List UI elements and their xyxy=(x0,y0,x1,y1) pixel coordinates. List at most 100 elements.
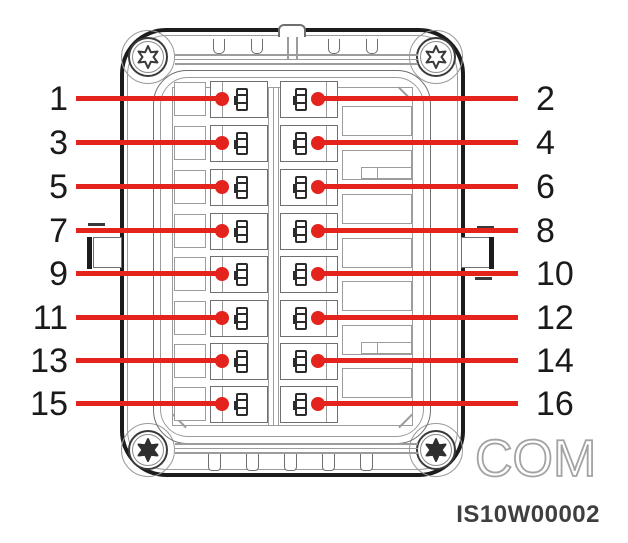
pin-label-1: 1 xyxy=(49,80,68,118)
torx-star-icon xyxy=(425,45,447,69)
callout-line-pin-16 xyxy=(318,401,518,406)
callout-dot-pin-2 xyxy=(311,92,325,106)
right-cavity-step xyxy=(361,341,378,354)
contact-bump xyxy=(234,358,238,367)
right-cavity xyxy=(342,106,412,136)
right-cavity-step xyxy=(377,341,412,354)
callout-line-pin-3 xyxy=(76,140,222,145)
callout-dot-pin-9 xyxy=(215,267,229,281)
contact-bump xyxy=(293,96,297,105)
contact-ridge xyxy=(297,190,305,192)
terminal-slot-right xyxy=(280,386,338,423)
torx-star-icon xyxy=(137,438,159,462)
terminal-contact-icon xyxy=(234,176,248,199)
torx-screw-icon xyxy=(120,29,176,85)
terminal-contact-icon xyxy=(234,263,248,286)
screw-cap-ring xyxy=(420,434,452,466)
contact-bump xyxy=(234,96,238,105)
contact-ridge xyxy=(297,94,305,96)
terminal-contact-icon xyxy=(234,393,248,416)
contact-bump xyxy=(293,228,297,237)
pin-label-7: 7 xyxy=(49,212,68,250)
contact-ridge xyxy=(238,234,246,236)
contact-bump xyxy=(234,140,238,149)
screw-boss xyxy=(409,30,463,84)
contact-bump xyxy=(293,401,297,410)
right-cavity xyxy=(342,281,412,311)
right-latch-mark xyxy=(477,226,494,229)
callout-line-pin-6 xyxy=(318,184,518,189)
center-rib-line xyxy=(278,88,279,425)
contact-bump xyxy=(234,228,238,237)
com-port-marking: COM xyxy=(474,429,597,488)
contact-bump xyxy=(293,271,297,280)
contact-ridge xyxy=(238,399,246,401)
contact-ridge xyxy=(238,102,246,104)
pin-label-6: 6 xyxy=(536,168,555,206)
callout-dot-pin-16 xyxy=(311,397,325,411)
top-seal-line xyxy=(175,58,418,60)
right-cavity xyxy=(342,194,412,224)
contact-ridge xyxy=(297,364,305,366)
right-cavity xyxy=(342,367,412,398)
terminal-contact-icon xyxy=(293,307,307,330)
right-latch-mark xyxy=(475,277,492,280)
bottom-seal-line xyxy=(175,443,418,445)
contact-ridge xyxy=(238,364,246,366)
figure-code: IS10W00002 xyxy=(456,501,600,528)
torx-screw-icon xyxy=(120,422,176,478)
contact-ridge xyxy=(238,94,246,96)
right-cavity-step xyxy=(361,167,378,179)
contact-ridge xyxy=(238,146,246,148)
contact-ridge xyxy=(238,138,246,140)
contact-ridge xyxy=(297,277,305,279)
pin-label-2: 2 xyxy=(536,80,555,118)
callout-line-pin-13 xyxy=(76,358,222,363)
frame-corner-chamfer xyxy=(398,413,413,428)
pin-label-15: 15 xyxy=(30,385,68,423)
left-latch-mark xyxy=(88,223,105,226)
top-edge-slot xyxy=(213,39,225,54)
top-seal-line xyxy=(175,54,418,56)
terminal-contact-icon xyxy=(293,393,307,416)
terminal-contact-icon xyxy=(234,220,248,243)
terminal-contact-icon xyxy=(293,88,307,111)
contact-ridge xyxy=(297,399,305,401)
bottom-edge-slot xyxy=(360,452,373,471)
contact-ridge xyxy=(238,321,246,323)
contact-ridge xyxy=(238,269,246,271)
top-seal-line xyxy=(175,63,418,65)
contact-ridge xyxy=(297,313,305,315)
contact-bump xyxy=(293,315,297,324)
callout-line-pin-15 xyxy=(76,401,222,406)
pin-label-14: 14 xyxy=(536,342,574,380)
contact-bump xyxy=(234,271,238,280)
contact-ridge xyxy=(238,356,246,358)
contact-bump xyxy=(234,401,238,410)
terminal-contact-icon xyxy=(234,350,248,373)
callout-line-pin-5 xyxy=(76,184,222,189)
center-rib-line xyxy=(273,88,274,425)
callout-line-pin-14 xyxy=(318,358,518,363)
top-center-tab xyxy=(278,24,306,37)
callout-dot-pin-10 xyxy=(311,267,325,281)
contact-ridge xyxy=(297,407,305,409)
pin-label-10: 10 xyxy=(536,255,574,293)
contact-bump xyxy=(234,184,238,193)
left-latch-tab xyxy=(93,237,122,268)
contact-ridge xyxy=(297,234,305,236)
terminal-contact-icon xyxy=(293,263,307,286)
callout-dot-pin-12 xyxy=(311,311,325,325)
screw-boss xyxy=(409,423,463,477)
right-latch-bar xyxy=(489,237,494,269)
contact-ridge xyxy=(297,146,305,148)
pin-label-5: 5 xyxy=(49,168,68,206)
terminal-contact-icon xyxy=(293,350,307,373)
pin-label-4: 4 xyxy=(536,124,555,162)
callout-dot-pin-1 xyxy=(215,92,229,106)
bottom-edge-slot xyxy=(284,452,297,471)
callout-line-pin-8 xyxy=(318,228,518,233)
bottom-seal-line xyxy=(175,447,418,449)
contact-ridge xyxy=(238,226,246,228)
contact-ridge xyxy=(297,226,305,228)
